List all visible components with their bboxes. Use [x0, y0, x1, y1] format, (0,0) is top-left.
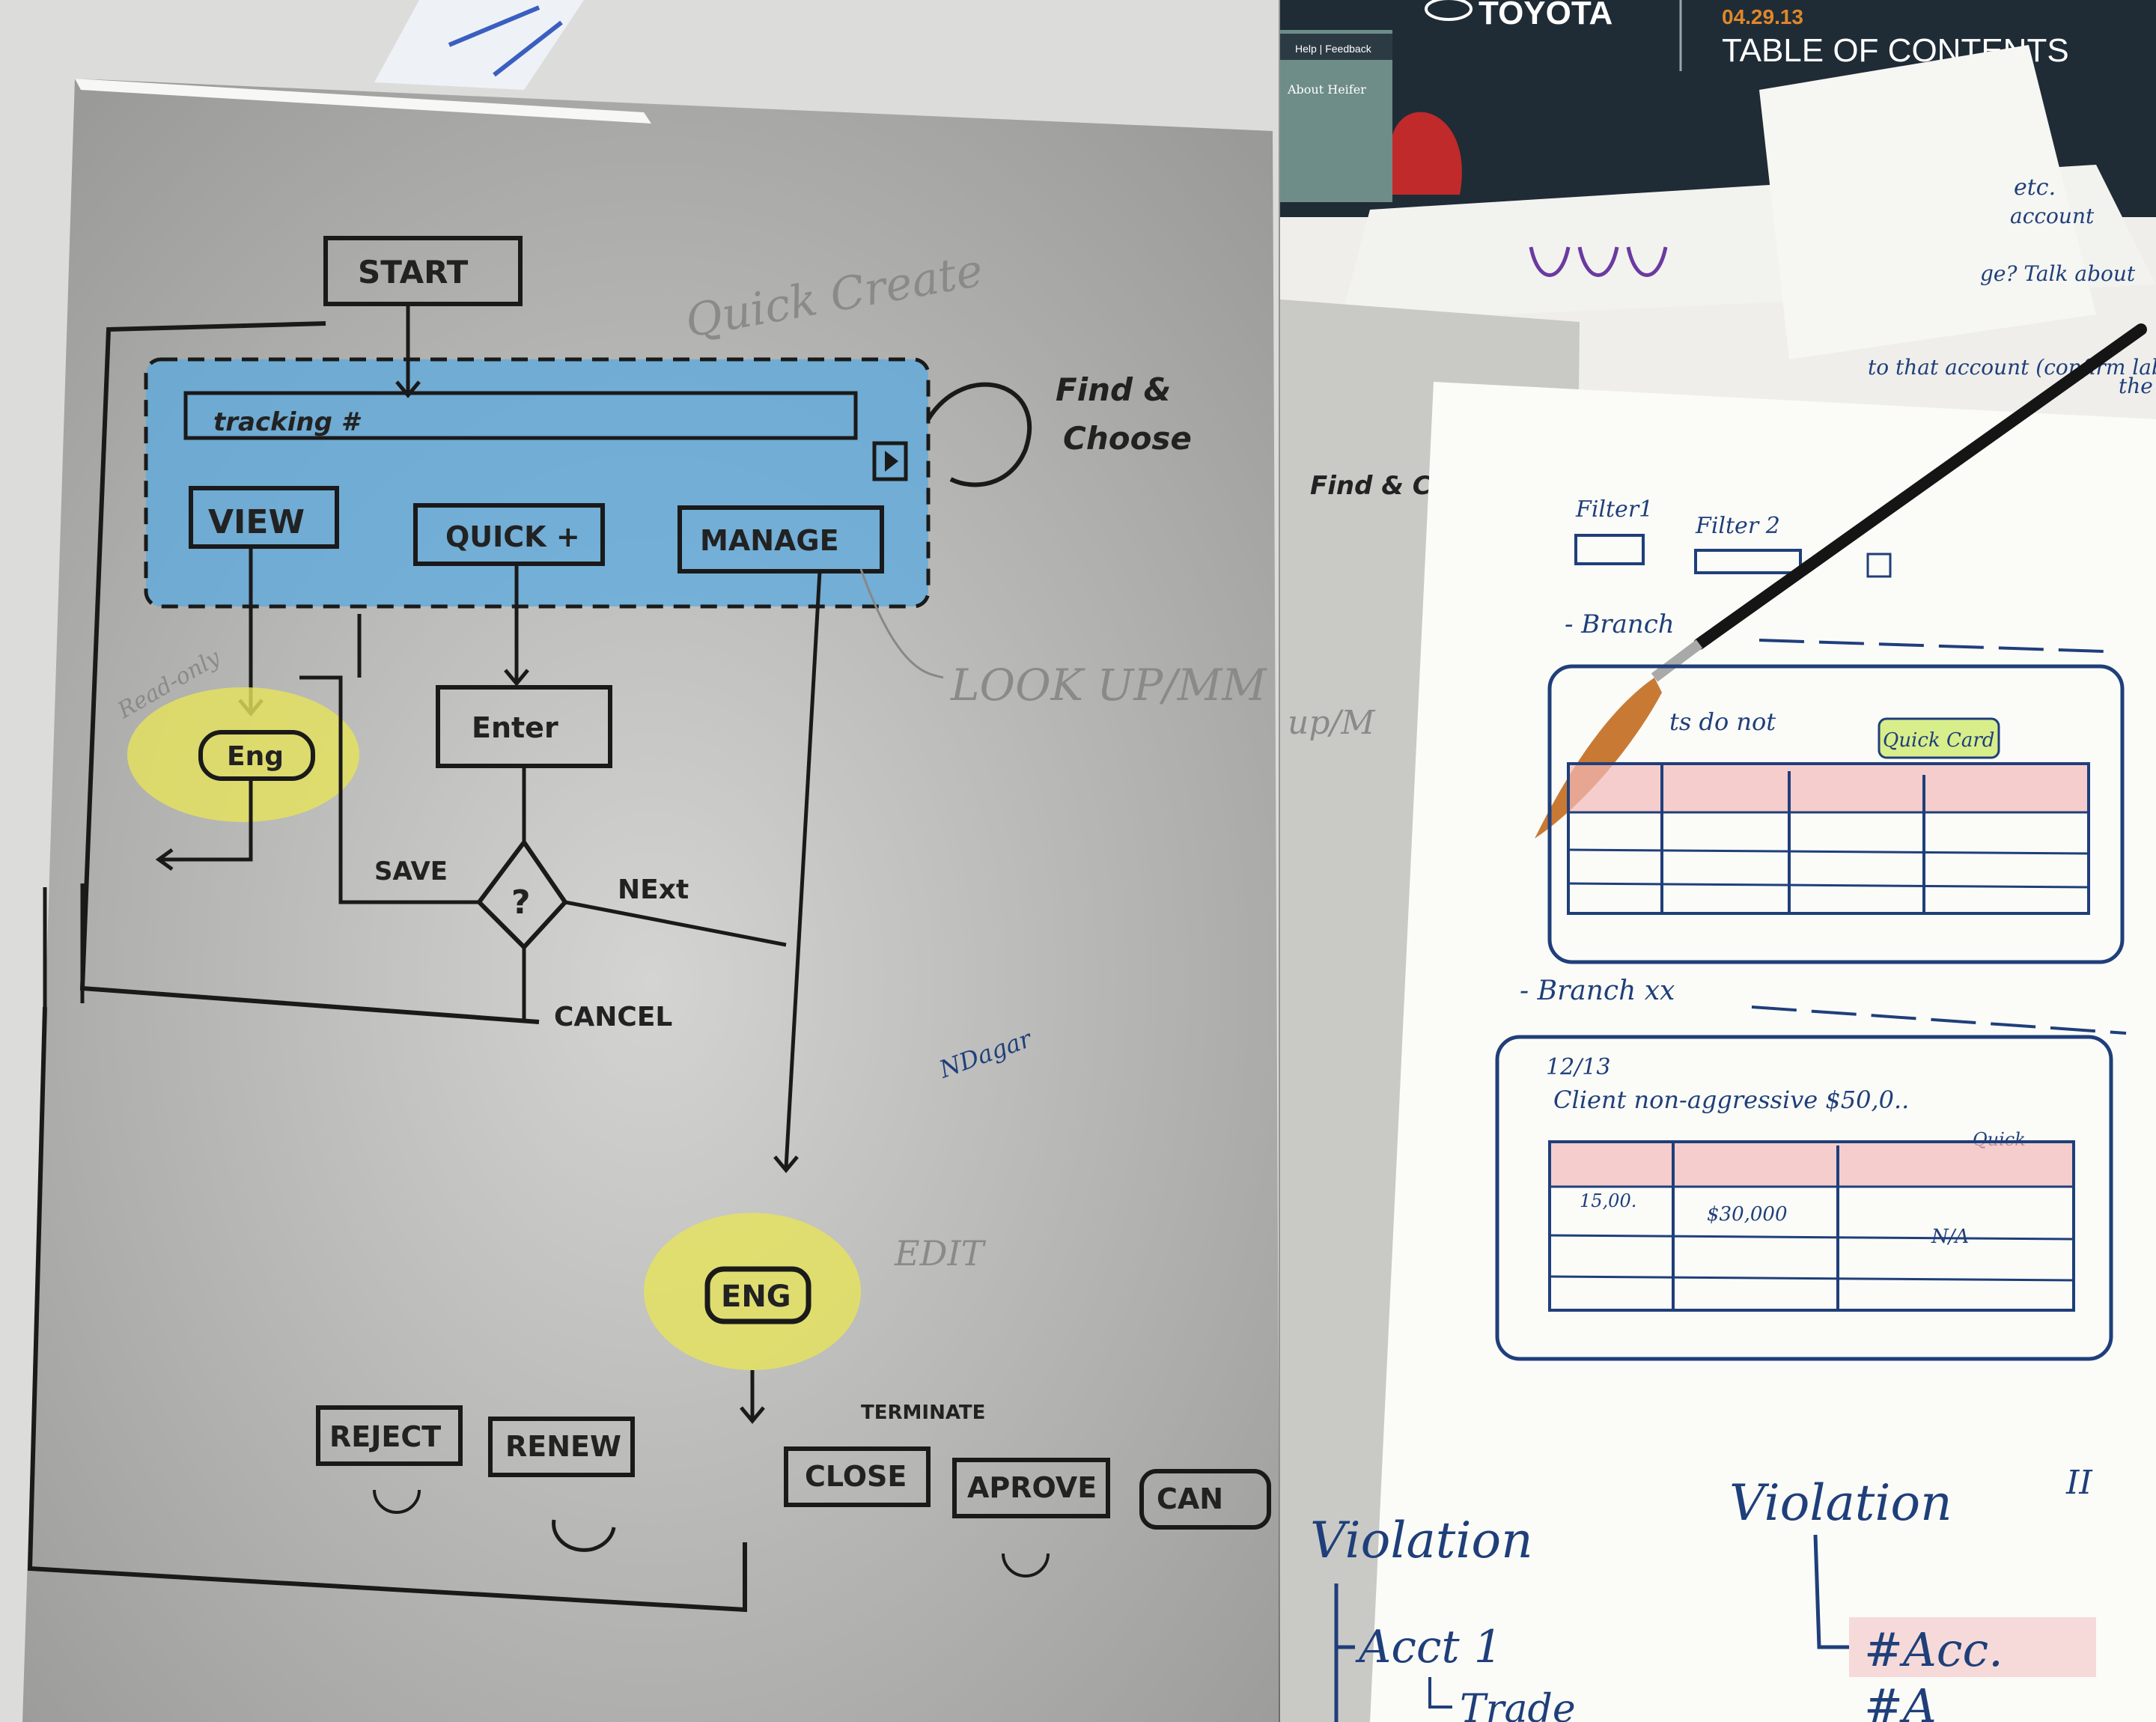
note-talk: ge? Talk about [1980, 261, 2136, 286]
tracking-label: tracking # [213, 407, 362, 437]
date-small: 12/13 [1546, 1054, 1610, 1080]
left-sketch-canvas: START Quick Create tracking # Find & Cho… [22, 0, 1280, 1722]
up-m-note: up/M [1288, 704, 1375, 742]
cell-3: N/A [1931, 1226, 1969, 1248]
magazine-date: 04.29.13 [1722, 5, 1803, 28]
reject-label: REJECT [329, 1420, 441, 1453]
table-sketch-2 [1548, 1140, 2075, 1312]
view-label: VIEW [208, 503, 305, 541]
note-etc: etc. [2014, 174, 2056, 201]
yellow-highlight-small [127, 687, 359, 822]
filter2-label: Filter 2 [1695, 513, 1780, 539]
close-label: CLOSE [805, 1460, 907, 1493]
quick-plus-label: QUICK + [445, 520, 580, 553]
hash-acc-label: #Acc. [1864, 1622, 2003, 1677]
right-photo-wireframe-sketch: TOYOTA 04.29.13 TABLE OF CONTENTS Help |… [1280, 0, 2156, 1722]
nav-links: Help | Feedback [1295, 43, 1372, 55]
blue-watercolor-highlight [146, 359, 928, 606]
find-choose-line2: Choose [1063, 420, 1192, 457]
eng-small-label: Eng [227, 741, 284, 772]
can-box [1139, 1469, 1271, 1530]
branch-xx-label: - Branch xx [1520, 976, 1675, 1006]
start-box [323, 236, 523, 306]
eng-large-label: ENG [721, 1280, 791, 1314]
toyota-logo: TOYOTA [1479, 0, 1613, 31]
edit-note: EDIT [894, 1233, 987, 1274]
hash-a-label: #A [1864, 1679, 1937, 1722]
note-the: the [2119, 374, 2153, 398]
enter-label: Enter [472, 711, 558, 744]
about-heifer: About Heifer [1287, 82, 1366, 97]
save-label: SAVE [374, 857, 448, 886]
next-label: NExt [618, 874, 689, 905]
find-choose-line1: Find & [1056, 371, 1171, 408]
table-sketch-1 [1567, 762, 2090, 915]
note-account: account [2010, 204, 2095, 228]
note-confirm: to that account (confirm label) [1868, 355, 2156, 380]
quick-card-button: Quick Card [1883, 729, 1994, 752]
client-line: Client non-aggressive $50,0.. [1553, 1086, 1909, 1114]
yellow-highlight-large [644, 1213, 861, 1370]
roman-numeral: II [2065, 1464, 2093, 1502]
quick-plus-box [413, 503, 605, 566]
cell-2: $30,000 [1707, 1203, 1788, 1226]
right-sketch-canvas: TOYOTA 04.29.13 TABLE OF CONTENTS Help |… [1280, 0, 2156, 1722]
violation-left: Violation [1310, 1512, 1533, 1569]
acct-label: Acct 1 [1355, 1621, 1502, 1673]
white-paper-sheet [1370, 382, 2156, 1722]
renew-box [488, 1417, 635, 1477]
manage-box [677, 505, 884, 574]
branch-label: - Branch [1565, 609, 1675, 639]
paintbrush-handle [1693, 323, 2147, 650]
close-box [784, 1446, 931, 1507]
start-label: START [358, 254, 469, 290]
aprove-label: APROVE [967, 1471, 1097, 1504]
decision-label: ? [511, 883, 531, 922]
lookup-note: LOOK UP/MM [950, 660, 1267, 711]
aprove-box [952, 1458, 1110, 1518]
renew-label: RENEW [505, 1430, 621, 1463]
can-label: CAN [1157, 1482, 1223, 1515]
view-box [189, 486, 339, 549]
cell-1: 15,00. [1580, 1190, 1636, 1211]
terminate-label: TERMINATE [861, 1402, 985, 1424]
filter1-label: Filter1 [1575, 496, 1653, 523]
trade-label: Trade [1460, 1687, 1576, 1722]
paintbrush-bristles [1535, 678, 1662, 839]
manage-label: MANAGE [700, 524, 839, 557]
partial-text: ts do not [1669, 708, 1776, 736]
reject-box [316, 1405, 463, 1466]
tracking-field-sketch [183, 391, 858, 440]
cancel-label: CANCEL [554, 1002, 672, 1032]
branch-card-1 [1547, 664, 2125, 964]
branch-card-2 [1495, 1035, 2113, 1361]
left-photo-flowchart-sketch: START Quick Create tracking # Find & Cho… [0, 0, 1280, 1722]
violation-right: Violation [1729, 1474, 1952, 1532]
